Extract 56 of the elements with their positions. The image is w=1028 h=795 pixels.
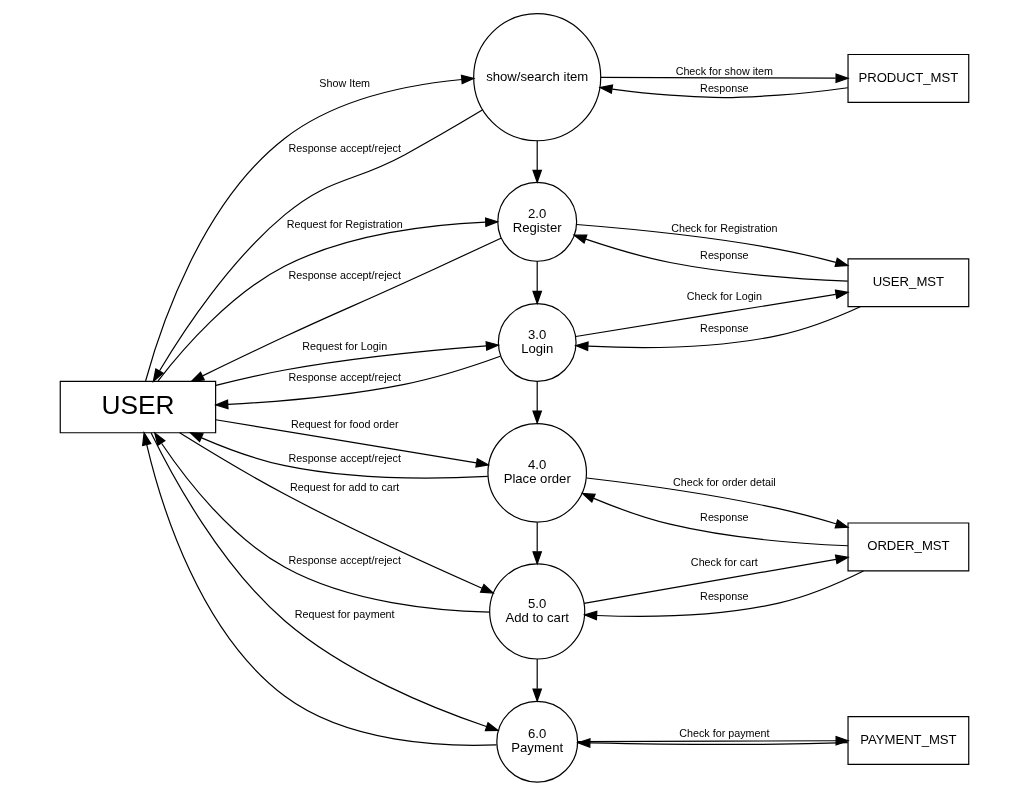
edge-label: Response [699, 81, 749, 94]
edge-label: Check for payment [678, 726, 769, 739]
arrow [574, 288, 850, 337]
edge-label: Request for Login [301, 339, 387, 352]
edge-label: Request for payment [294, 607, 395, 620]
edge-label: Response [699, 248, 749, 261]
node-box: PAYMENT_MST [846, 715, 969, 765]
arrow [573, 305, 861, 351]
arrow [178, 431, 495, 594]
node-box: ORDER_MST [846, 521, 969, 571]
edge-label: Check for Login [686, 289, 762, 302]
edge-label: Check for order detail [672, 475, 776, 488]
edge-label: Check for cart [690, 555, 758, 568]
arrow [188, 431, 488, 479]
node-box: PRODUCT_MST [846, 53, 969, 103]
arrow [214, 340, 500, 386]
arrow [531, 657, 542, 703]
arrow [531, 139, 542, 184]
node-box: USER [59, 380, 216, 433]
node-circle: show/search item [472, 12, 601, 141]
arrow [580, 492, 849, 546]
arrow [213, 355, 501, 409]
edge-label: Request for food order [290, 417, 398, 430]
edge-label: Response [699, 321, 749, 334]
arrow [214, 418, 490, 468]
edge-label: Response accept/reject [288, 451, 401, 464]
edge-label: Show Item [318, 76, 370, 89]
edge-label: Check for Registration [670, 221, 778, 234]
node-circle: 4.0 Place order [486, 422, 587, 523]
arrow [575, 223, 850, 267]
node-box: USER_MST [846, 257, 969, 307]
edge-label: Response accept/reject [288, 370, 401, 383]
arrow [582, 569, 864, 621]
node-circle: 5.0 Add to cart [488, 562, 585, 660]
arrow [599, 72, 850, 83]
arrow [571, 234, 848, 282]
edge-label: Response [699, 589, 749, 602]
arrow [156, 216, 499, 382]
arrow [597, 83, 848, 98]
arrow [531, 259, 542, 305]
arrow [585, 476, 850, 529]
arrow [531, 380, 542, 425]
edge-label: Request for Registration [286, 217, 403, 230]
arrow [189, 236, 502, 382]
edge-label: Response accept/reject [288, 268, 401, 281]
edge-label: Response [699, 510, 749, 523]
edge-label: Response accept/reject [288, 141, 401, 154]
arrow [153, 431, 490, 613]
arrow [582, 553, 850, 604]
node-circle: 3.0 Login [497, 302, 577, 382]
node-circle: 2.0 Register [496, 181, 577, 262]
arrow [531, 521, 542, 566]
edge-label: Response accept/reject [288, 553, 401, 566]
edge-label: Check for show item [675, 64, 773, 77]
edge-label: Request for add to cart [289, 480, 399, 493]
node-circle: 6.0 Payment [495, 700, 578, 783]
